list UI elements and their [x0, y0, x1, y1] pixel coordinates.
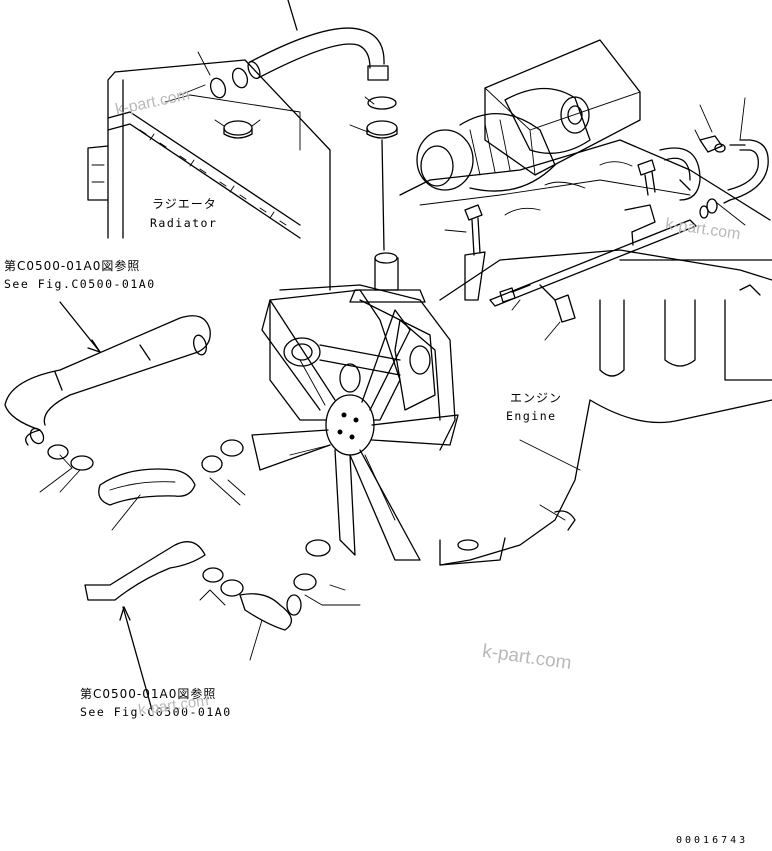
fuel-drain-tube — [723, 97, 769, 204]
document-number: 00016743 — [676, 835, 749, 846]
hose-middle-left — [98, 468, 196, 531]
reference-top-en: See Fig.C0500-01A0 — [4, 277, 156, 291]
radiator-label-en: Radiator — [150, 216, 218, 230]
bracket-clamp-right — [659, 147, 701, 201]
reference-bottom-en: See Fig.C0500-01A0 — [80, 705, 232, 719]
reference-top-jp: 第C0500-01A0図参照 — [4, 259, 141, 273]
engine-label-en: Engine — [506, 409, 557, 423]
water-pump — [269, 289, 436, 421]
engine-label-jp: エンジン — [510, 391, 563, 405]
hose-clamps-lower-center — [199, 567, 244, 606]
radiator-label-jp: ラジエータ — [152, 197, 217, 211]
radiator — [87, 59, 331, 291]
oil-level-gauge-tube — [489, 198, 746, 307]
hose-clamps-lower-left — [39, 444, 94, 493]
hose-clamps-lower-right — [293, 539, 361, 606]
radiator-upper-hose — [247, 0, 389, 81]
hose-clamp-top-left — [179, 51, 249, 99]
cooling-fan — [251, 299, 459, 561]
bolt-left-bracket — [444, 204, 486, 301]
thermostat-housing — [349, 252, 426, 303]
radiator-lower-hose-reference — [4, 301, 211, 446]
bracket-right — [624, 204, 656, 246]
hex-nut-right — [694, 104, 726, 153]
bolt-lower — [499, 284, 576, 341]
bolt-upper-right — [637, 159, 656, 196]
reference-bottom-jp: 第C0500-01A0図参照 — [80, 687, 217, 701]
engine — [279, 39, 772, 566]
hose-lower-center — [84, 541, 206, 711]
hose-clamp-top-center — [349, 96, 398, 251]
hose-elbow-lower — [239, 593, 302, 661]
hose-clamps-center-left — [201, 439, 246, 506]
